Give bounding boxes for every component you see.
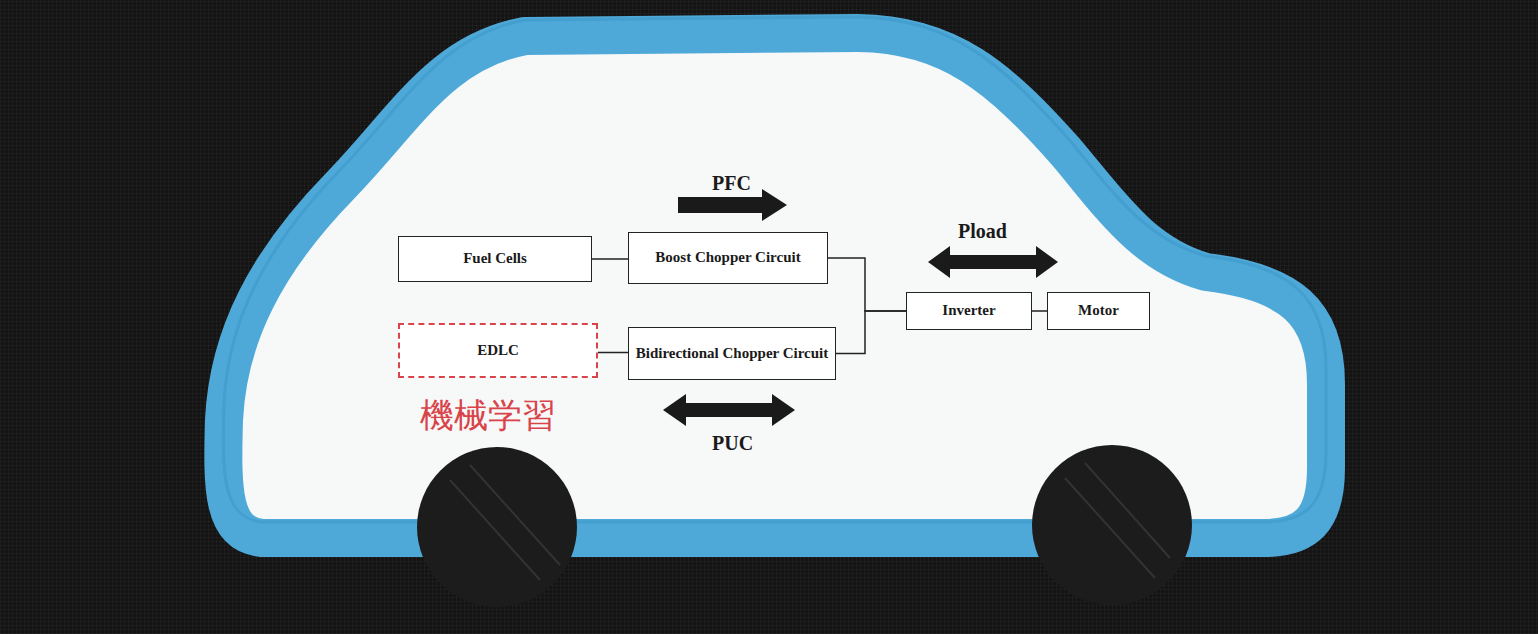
front-wheel (1032, 445, 1192, 605)
power-label: Pload (958, 220, 1007, 243)
wire-connector (828, 258, 906, 311)
box-label: Boost Chopper Circuit (649, 249, 806, 266)
edlc-box: EDLC (398, 323, 598, 378)
ml-annotation: 機械学習 (420, 393, 556, 439)
wire-connector (1032, 310, 1047, 312)
box-label: Bidirectional Chopper Circuit (630, 345, 835, 362)
wheel-texture (450, 463, 1170, 580)
power-label: PFC (712, 172, 751, 195)
wire-connector (598, 352, 628, 354)
box-label: Fuel Cells (457, 250, 533, 267)
rear-wheel (417, 447, 577, 607)
car-body-highlight (223, 17, 1326, 522)
motor-box: Motor (1047, 292, 1150, 330)
boost-chopper-box: Boost Chopper Circuit (628, 232, 828, 284)
wire-connector (836, 311, 906, 354)
box-label: Inverter (936, 302, 1001, 319)
fuel-cell-box: Fuel Cells (398, 236, 592, 282)
box-label: Motor (1072, 302, 1125, 319)
bidirectional-chopper-box: Bidirectional Chopper Circuit (628, 327, 836, 380)
power-label: PUC (712, 432, 753, 455)
power-arrow-load (928, 246, 1058, 278)
power-arrow-uc (663, 394, 795, 426)
wire-connector (592, 258, 628, 260)
inverter-box: Inverter (906, 292, 1032, 330)
box-label: EDLC (471, 342, 525, 359)
